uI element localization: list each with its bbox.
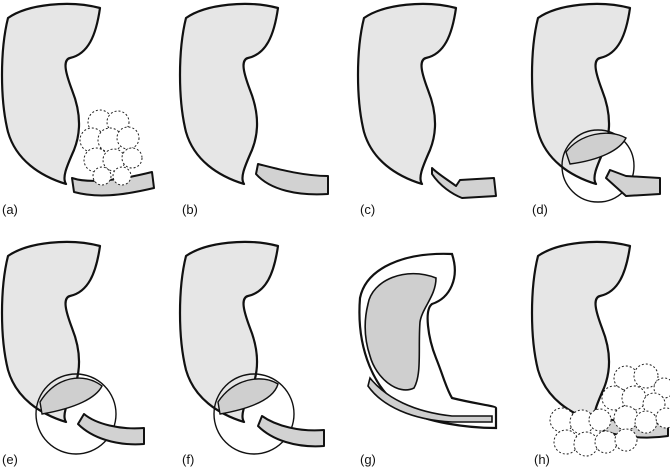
panel-a: (a) [0,2,155,217]
panel-label: (h) [534,452,550,467]
organ-body [356,2,458,186]
panel-label: (b) [182,202,198,217]
duct [257,415,325,448]
cell-cluster [79,109,143,186]
panel-label: (d) [532,202,548,217]
panel-label: (a) [2,202,18,217]
panel-g: (g) [358,252,498,467]
duct [255,163,329,196]
panel-b: (b) [178,2,329,217]
magnifier-circle [561,129,635,203]
ducts [71,171,155,197]
magnified-lumen [217,378,279,415]
magnifier-circle [35,373,117,455]
magnifier-circle [213,373,295,455]
panel-e: (e) [0,240,145,467]
panel-label: (g) [360,452,376,467]
panel-c: (c) [356,2,497,217]
duct [431,167,497,199]
panel-label: (c) [360,202,375,217]
magnified-lumen [39,377,103,415]
organ-body [178,2,280,186]
inner-duct [367,376,493,423]
cell-cluster [549,363,670,457]
duct [605,169,661,197]
magnified-lumen [565,132,627,165]
panel-d: (d) [530,2,661,217]
panel-label: (f) [182,452,194,467]
inner-lumen [364,272,437,391]
panel-label: (e) [2,452,18,467]
panel-h: (h) [530,240,670,467]
duct [77,413,145,446]
panel-f: (f) [178,240,325,467]
